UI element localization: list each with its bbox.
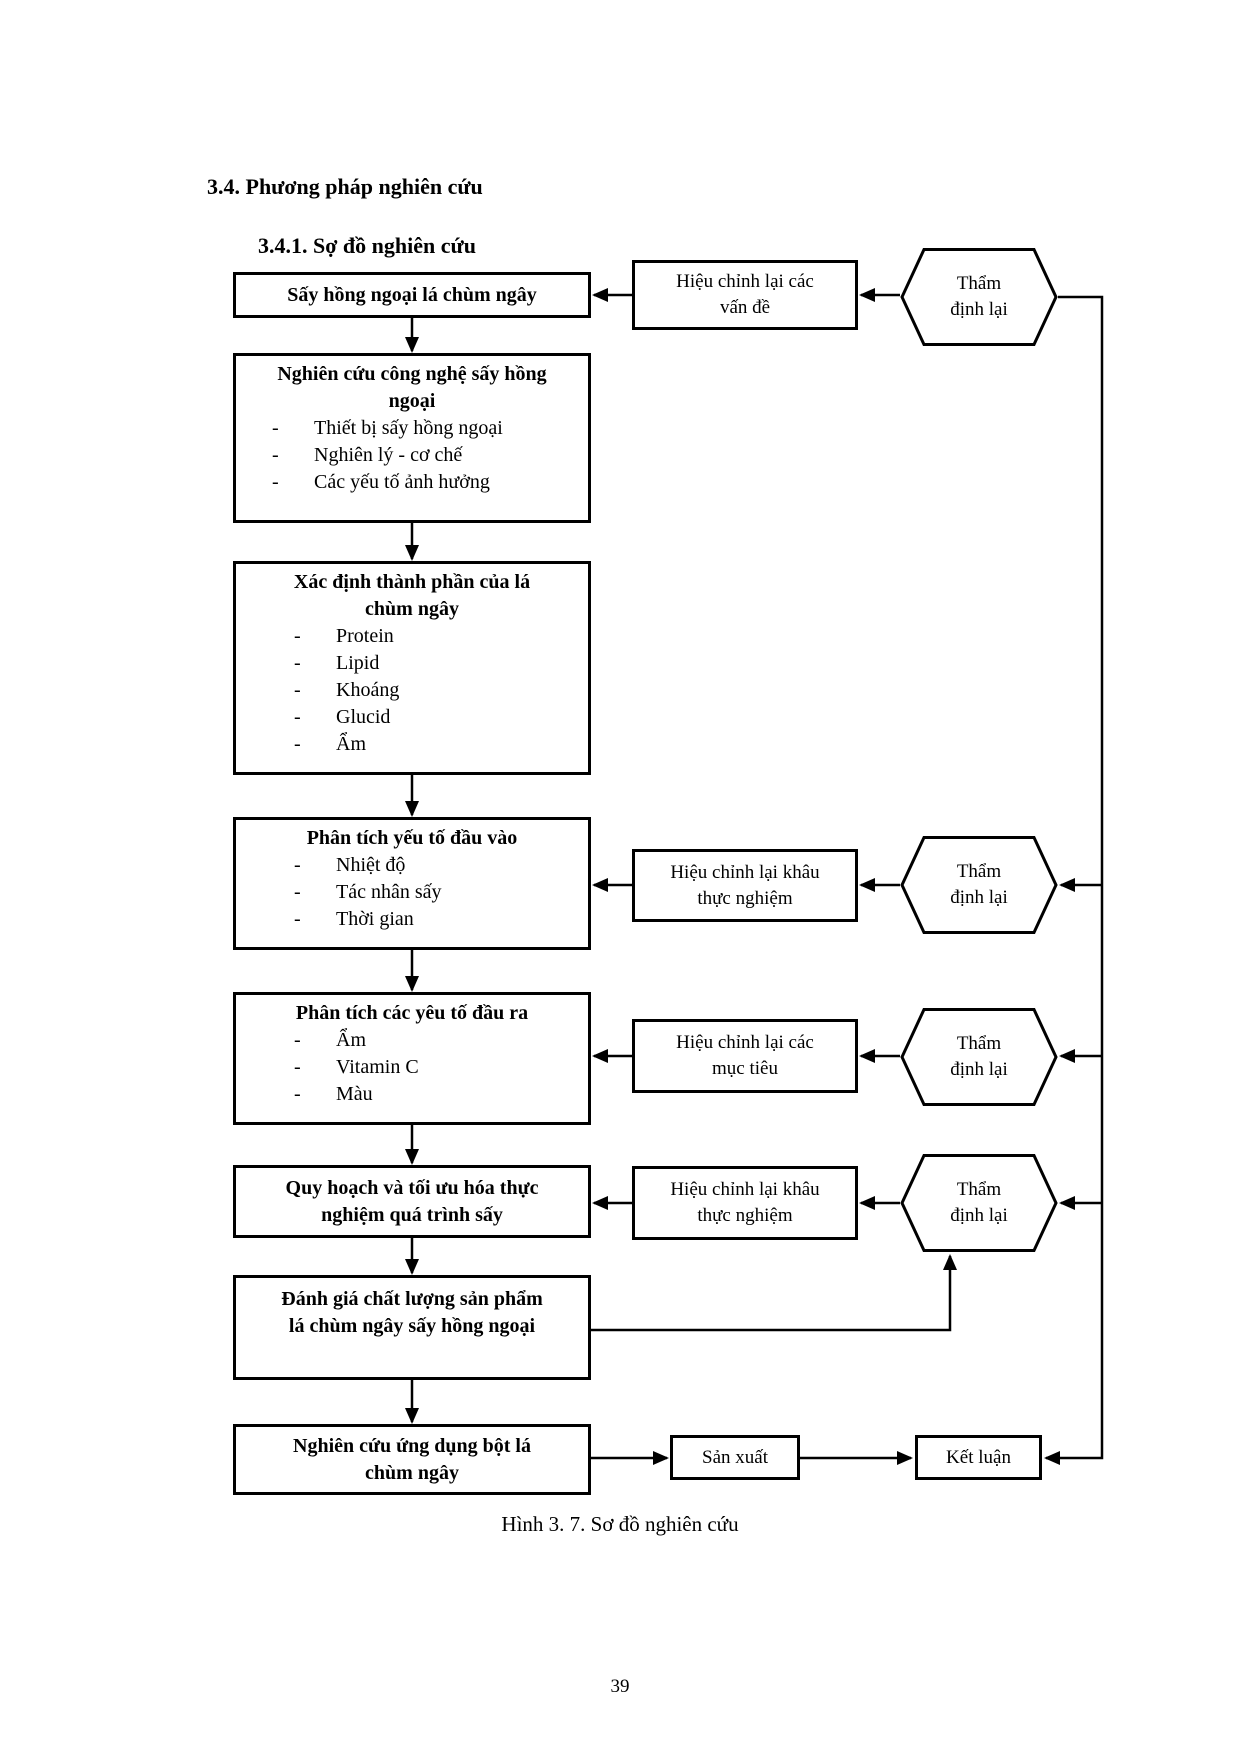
box-item: Màu	[236, 1081, 588, 1108]
box-title-line: Phân tích yếu tố đầu vào	[306, 827, 518, 849]
box-item: Vitamin C	[236, 1054, 588, 1081]
box-label: Kết luận	[946, 1446, 1011, 1468]
box-san-xuat: Sản xuất	[670, 1435, 800, 1480]
figure-caption: Hình 3. 7. Sơ đồ nghiên cứu	[501, 1512, 739, 1536]
page-number: 39	[610, 1676, 630, 1697]
hexagon-label-line: định lại	[950, 1205, 1008, 1226]
review-hexagon-2: Thẩm định lại	[900, 835, 1058, 935]
feedback-label-line: vấn đề	[719, 297, 771, 318]
box-label: Sản xuất	[702, 1446, 768, 1468]
box-item: Các yếu tố ảnh hưởng	[236, 469, 588, 496]
box-xac-dinh-thanh-phan: Xác định thành phần của lá chùm ngây Pro…	[233, 561, 591, 775]
box-item: Ẩm	[236, 731, 588, 758]
box-item: Glucid	[236, 704, 588, 731]
hexagon-label-line: định lại	[950, 887, 1008, 908]
feedback-label-line: mục tiêu	[712, 1058, 778, 1079]
section-heading: 3.4. Phương pháp nghiên cứu	[207, 174, 483, 199]
box-item: Protein	[236, 623, 588, 650]
feedback-box-thuc-nghiem-2: Hiệu chỉnh lại khâu thực nghiệm	[632, 1166, 858, 1240]
review-hexagon-4: Thẩm định lại	[900, 1153, 1058, 1253]
subsection-heading: 3.4.1. Sợ đồ nghiên cứu	[258, 233, 476, 258]
feedback-label-line: Hiệu chỉnh lại các	[676, 271, 814, 292]
feedback-label-line: Hiệu chỉnh lại khâu	[670, 861, 820, 883]
hexagon-label-line: định lại	[950, 1059, 1008, 1080]
box-say-hong-ngoai: Sấy hồng ngoại lá chùm ngây	[233, 272, 591, 318]
box-danh-gia-chat-luong: Đánh giá chất lượng sản phẩm lá chùm ngâ…	[233, 1275, 591, 1380]
hexagon-shape	[900, 836, 1058, 934]
box-ket-luan: Kết luận	[915, 1435, 1042, 1480]
box-title-line: Đánh giá chất lượng sản phẩm	[281, 1288, 543, 1310]
box-title-line: chùm ngây	[365, 598, 459, 620]
box-title-line: lá chùm ngây sấy hồng ngoại	[288, 1315, 536, 1337]
box-title-line: ngoại	[388, 390, 436, 412]
box-title-line: Xác định thành phần của lá	[293, 571, 531, 593]
hexagon-label-line: Thẩm	[956, 273, 1002, 294]
feedback-label-line: Hiệu chỉnh lại khâu	[670, 1179, 820, 1200]
box-phan-tich-dau-ra: Phân tích các yêu tố đầu ra Ẩm Vitamin C…	[233, 992, 591, 1125]
box-quy-hoach-toi-uu: Quy hoạch và tối ưu hóa thực nghiệm quá …	[233, 1165, 591, 1238]
review-hexagon-3: Thẩm định lại	[900, 1007, 1058, 1107]
hexagon-label-line: Thẩm	[956, 861, 1002, 882]
review-hexagon-1: Thẩm định lại	[900, 247, 1058, 347]
hexagon-label-line: Thẩm	[956, 1179, 1002, 1200]
box-title-line: Sấy hồng ngoại lá chùm ngây	[287, 283, 537, 306]
box-item: Thời gian	[236, 906, 588, 933]
box-title-line: Nghiên cứu ứng dụng bột lá	[293, 1434, 531, 1457]
box-item: Khoáng	[236, 677, 588, 704]
hexagon-shape	[900, 1154, 1058, 1252]
feedback-box-thuc-nghiem-1: Hiệu chỉnh lại khâu thực nghiệm	[632, 849, 858, 922]
feedback-box-van-de: Hiệu chỉnh lại các vấn đề	[632, 260, 858, 330]
box-title-line: Phân tích các yêu tố đầu ra	[295, 1002, 529, 1024]
box-item: Ẩm	[236, 1027, 588, 1054]
feedback-label-line: Hiệu chỉnh lại các	[676, 1032, 814, 1053]
box-title-line: Nghiên cứu công nghệ sấy hồng	[277, 363, 547, 385]
feedback-box-muc-tieu: Hiệu chỉnh lại các mục tiêu	[632, 1019, 858, 1093]
box-item: Lipid	[236, 650, 588, 677]
box-item: Nhiệt độ	[236, 852, 588, 879]
box-phan-tich-dau-vao: Phân tích yếu tố đầu vào Nhiệt độ Tác nh…	[233, 817, 591, 950]
hexagon-shape	[900, 1008, 1058, 1106]
box-item: Tác nhân sấy	[236, 879, 588, 906]
box-nghien-cuu-cong-nghe-say: Nghiên cứu công nghệ sấy hồng ngoại Thiế…	[233, 353, 591, 523]
hexagon-label-line: Thẩm	[956, 1033, 1002, 1054]
box-title-line: chùm ngây	[365, 1461, 459, 1484]
hexagon-shape	[900, 248, 1058, 346]
box-nghien-cuu-ung-dung: Nghiên cứu ứng dụng bột lá chùm ngây	[233, 1424, 591, 1495]
box-title-line: Quy hoạch và tối ưu hóa thực	[285, 1176, 539, 1199]
hexagon-label-line: định lại	[950, 299, 1008, 320]
feedback-label-line: thực nghiệm	[697, 1205, 793, 1226]
box-title-line: nghiệm quá trình sấy	[321, 1203, 503, 1226]
feedback-label-line: thực nghiệm	[697, 887, 793, 909]
box-item: Nghiên lý - cơ chế	[236, 442, 588, 469]
box-item: Thiết bị sấy hồng ngoại	[236, 415, 588, 442]
